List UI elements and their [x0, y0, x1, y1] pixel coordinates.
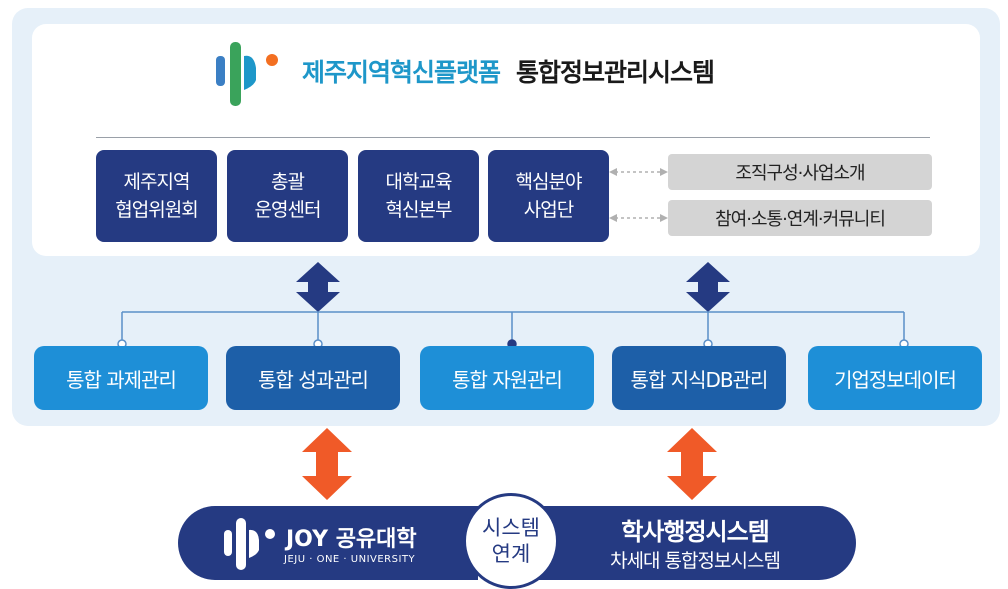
org-unit-operation-center: 총괄 운영센터	[227, 150, 348, 242]
joy-logo-icon	[224, 518, 275, 570]
platform-logo-icon	[216, 42, 278, 106]
header: 제주지역혁신플랫폼 통합정보관리시스템	[210, 36, 715, 106]
orange-double-arrow-left	[302, 428, 352, 500]
system-link-circle: 시스템 연계	[463, 493, 559, 589]
navy-double-arrow-right	[686, 262, 730, 312]
navy-double-arrow-left	[296, 262, 340, 312]
orange-double-arrow-right	[667, 428, 717, 500]
title-region: 제주지역혁신플랫폼	[302, 58, 501, 87]
module-task-management: 통합 과제관리	[34, 346, 208, 410]
org-unit-cooperation-committee: 제주지역 협업위원회	[96, 150, 217, 242]
module-resource-management: 통합 자원관리	[420, 346, 594, 410]
side-item-community: 참여·소통·연계·커뮤니티	[668, 200, 932, 236]
module-company-data: 기업정보데이터	[808, 346, 982, 410]
module-performance-management: 통합 성과관리	[226, 346, 400, 410]
joy-university-tagline: JEJU · ONE · UNIVERSITY	[284, 554, 416, 565]
title-divider	[96, 137, 930, 138]
dotted-arrow-top	[609, 168, 668, 176]
org-unit-core-project-group: 핵심분야 사업단	[488, 150, 609, 242]
academic-system-title: 학사행정시스템	[621, 518, 770, 546]
system-link-line1: 시스템	[482, 516, 540, 540]
academic-system-subtitle: 차세대 통합정보시스템	[610, 550, 781, 572]
joy-university-name: JOY 공유대학	[286, 527, 417, 552]
system-link-line2: 연계	[491, 542, 531, 566]
org-unit-education-innovation: 대학교육 혁신본부	[358, 150, 479, 242]
side-item-organization-intro: 조직구성·사업소개	[668, 154, 932, 190]
dotted-arrow-bottom	[609, 214, 668, 222]
module-knowledge-db-management: 통합 지식DB관리	[612, 346, 786, 410]
academic-system-bar	[528, 506, 856, 580]
title-system: 통합정보관리시스템	[516, 58, 715, 87]
